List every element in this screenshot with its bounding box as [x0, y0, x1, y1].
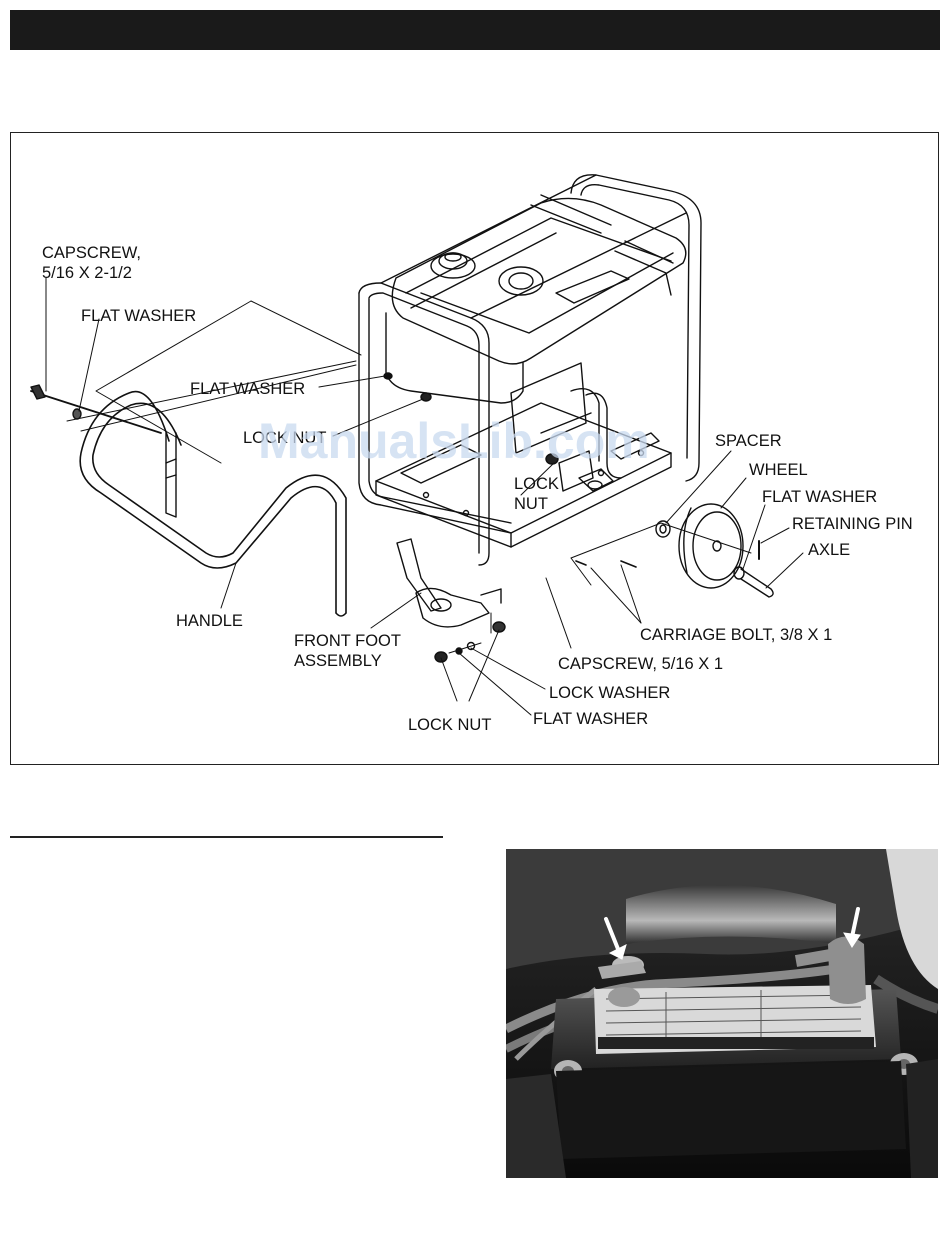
callout-flat-washer-left: FLAT WASHER	[81, 306, 196, 326]
callout-flat-washer-wheel: FLAT WASHER	[762, 487, 877, 507]
callout-lock-washer: LOCK WASHER	[549, 683, 670, 703]
battery-photo-drawing	[506, 849, 938, 1178]
callout-front-foot-assembly: FRONT FOOT ASSEMBLY	[294, 631, 401, 671]
callout-flat-washer-bottom: FLAT WASHER	[533, 709, 648, 729]
positive-terminal-boot	[828, 937, 866, 1005]
callout-handle: HANDLE	[176, 611, 243, 631]
header-bar	[10, 10, 940, 50]
battery-photo	[506, 849, 938, 1178]
callout-retaining-pin: RETAINING PIN	[792, 514, 913, 534]
section-divider	[10, 836, 443, 838]
callout-spacer: SPACER	[715, 431, 782, 451]
callout-flat-washer-frame: FLAT WASHER	[190, 379, 305, 399]
capscrew-long	[31, 391, 161, 433]
callout-capscrew-short: CAPSCREW, 5/16 X 1	[558, 654, 723, 674]
callout-carriage-bolt: CARRIAGE BOLT, 3/8 X 1	[640, 625, 832, 645]
axle	[741, 569, 773, 597]
callout-wheel: WHEEL	[749, 460, 808, 480]
negative-terminal	[608, 987, 640, 1007]
callout-capscrew-long: CAPSCREW, 5/16 X 2-1/2	[42, 243, 141, 283]
fuel-cap	[431, 254, 475, 278]
wheel	[679, 504, 743, 588]
callout-lock-nut-center: LOCK NUT	[514, 474, 559, 514]
watermark: ManualsLib.com	[258, 412, 650, 470]
fuel-tank	[392, 198, 685, 363]
callout-lock-nut-bottom: LOCK NUT	[408, 715, 491, 735]
callout-axle: AXLE	[808, 540, 850, 560]
